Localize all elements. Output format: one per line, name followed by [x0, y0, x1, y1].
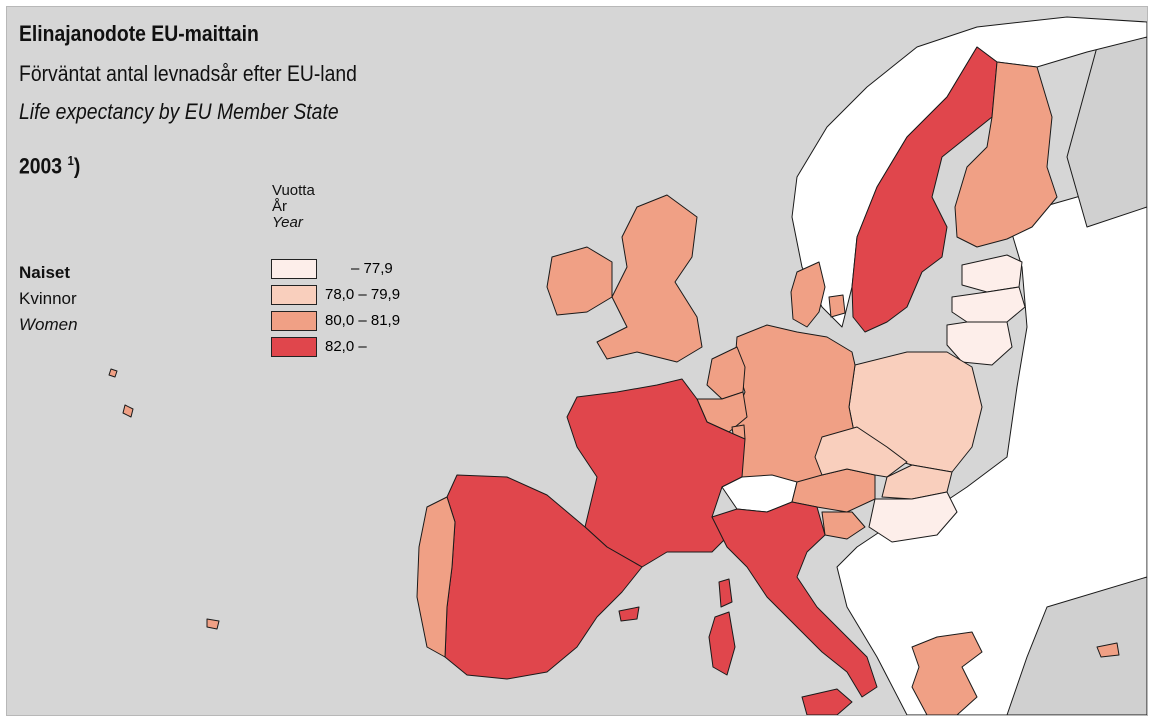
region-ireland [546, 246, 613, 316]
footnote-mark: 1 [67, 153, 74, 168]
legend-swatch [271, 259, 317, 279]
unit-finnish: Vuotta [272, 182, 315, 199]
region-sicily [801, 688, 853, 715]
region-azores-1 [122, 404, 134, 418]
region-hungary [868, 491, 958, 543]
sex-label-swedish: Kvinnor [19, 289, 77, 308]
region-balearics [618, 606, 640, 622]
region-lithuania [946, 321, 1013, 366]
region-italy [711, 501, 878, 698]
region-latvia [951, 286, 1026, 323]
year-label: 2003 1) [19, 153, 80, 179]
legend-label: 82,0 – [325, 338, 367, 355]
footnote-paren: ) [73, 153, 81, 179]
map-frame: Elinajanodote EU-maittain Förväntat anta… [6, 6, 1148, 716]
legend-swatch [271, 311, 317, 331]
europe-map [7, 7, 1147, 715]
sex-label-finnish: Naiset [19, 263, 71, 282]
map-title: Elinajanodote EU-maittain [19, 21, 259, 46]
region-slovenia [821, 511, 866, 540]
region-non-eu-east [836, 176, 1147, 715]
legend-unit: Vuotta År Year [272, 183, 315, 231]
subtitle-english: Life expectancy by EU Member State [19, 99, 339, 124]
region-denmark-zealand [828, 294, 846, 318]
legend-swatch [271, 337, 317, 357]
region-uk [596, 194, 703, 363]
region-czech [814, 426, 908, 478]
subtitle-swedish: Förväntat antal levnadsår efter EU-land [19, 61, 357, 86]
sex-label-english: Women [19, 315, 78, 334]
region-canary [206, 618, 220, 630]
region-cyprus [1096, 642, 1120, 658]
legend-swatch [271, 285, 317, 305]
region-azores-2 [108, 368, 118, 378]
region-finland [954, 61, 1058, 248]
unit-english: Year [272, 214, 303, 231]
region-denmark [790, 261, 826, 328]
region-sweden [851, 46, 998, 333]
region-portugal [416, 496, 456, 658]
region-sardinia [708, 611, 736, 676]
legend-label: 78,0 – 79,9 [325, 286, 401, 303]
region-outside-southeast [1006, 576, 1147, 715]
legend-label: – 77,9 [351, 260, 393, 277]
region-corsica [718, 578, 733, 608]
legend-label: 80,0 – 81,9 [325, 312, 401, 329]
unit-swedish: År [272, 198, 287, 215]
region-greece [911, 631, 983, 715]
year-value: 2003 [19, 153, 63, 179]
